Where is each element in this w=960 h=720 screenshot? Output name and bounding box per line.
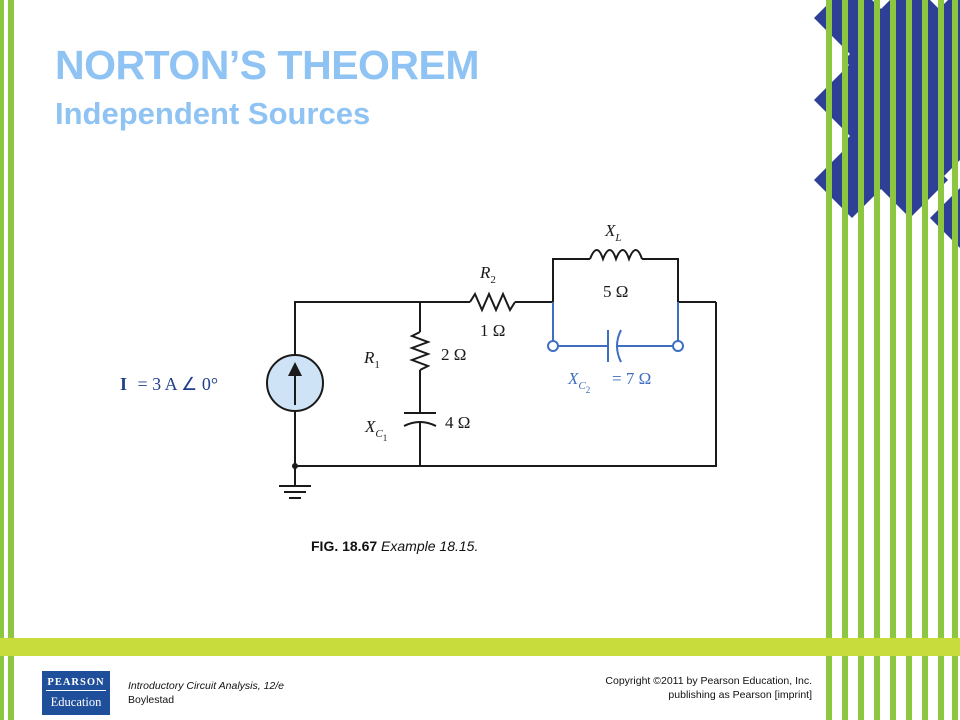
caption-figure-number: FIG. 18.67 — [311, 538, 378, 554]
r2-value: 1 Ω — [480, 321, 505, 340]
xc1-value: 4 Ω — [445, 413, 470, 432]
footer-band — [0, 638, 960, 656]
r1-value: 2 Ω — [441, 345, 466, 364]
slide-title: NORTON’S THEOREM — [55, 42, 480, 88]
r2-label: R2 — [479, 263, 496, 286]
r1-label: R1 — [363, 348, 380, 371]
figure-caption: FIG. 18.67 Example 18.15. — [311, 538, 478, 554]
book-title: Introductory Circuit Analysis, 12/e — [128, 680, 285, 692]
xl-label: XL — [604, 221, 622, 244]
logo-line-2: Education — [50, 695, 102, 709]
circuit-wires — [279, 249, 717, 499]
copyright-line-1: Copyright ©2011 by Pearson Education, In… — [605, 675, 812, 687]
left-accent-bar-inner — [8, 0, 14, 720]
junction-dot — [292, 463, 298, 469]
green-stripes — [826, 0, 958, 720]
source-label: I = 3 A ∠ 0° — [120, 374, 218, 394]
xc2-label: XC2 — [567, 369, 590, 395]
book-author: Boylestad — [128, 694, 175, 706]
pearson-logo: PEARSON Education — [42, 671, 110, 715]
book-info: Introductory Circuit Analysis, 12/e Boyl… — [128, 679, 284, 707]
xc1-label: XC1 — [364, 417, 387, 443]
current-source-icon — [266, 354, 324, 412]
xl-value: 5 Ω — [603, 282, 628, 301]
xc2-branch — [547, 302, 684, 363]
logo-line-1: PEARSON — [46, 671, 106, 691]
left-accent-bar-outer — [0, 0, 4, 720]
slide-subtitle: Independent Sources — [55, 96, 371, 131]
caption-text: Example 18.15. — [381, 538, 479, 554]
circuit-diagram: I = 3 A ∠ 0° R1 2 Ω XC1 4 Ω R2 1 Ω XL 5 … — [120, 221, 717, 499]
xc2-value: = 7 Ω — [612, 369, 651, 388]
copyright-notice: Copyright ©2011 by Pearson Education, In… — [605, 674, 812, 702]
copyright-line-2: publishing as Pearson [imprint] — [668, 689, 812, 701]
decorative-stripe-pattern — [800, 0, 960, 720]
